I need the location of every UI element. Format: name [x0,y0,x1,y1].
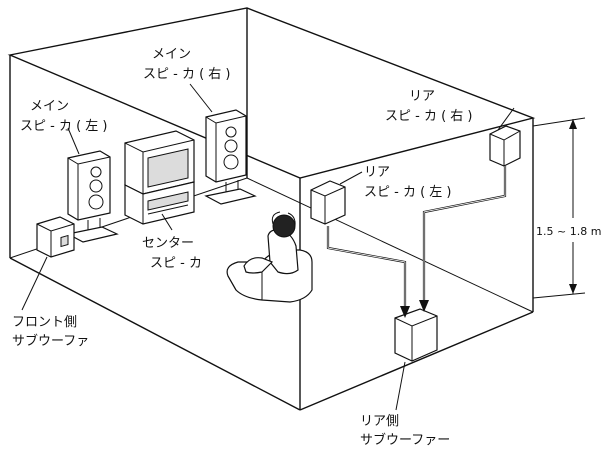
label-center-line1: センター [142,236,194,251]
cable-arrow-icon [400,306,410,318]
room-floor-right [299,311,534,411]
label-height: 1.5 ~ 1.8 m [536,225,601,238]
label-center-line2: スピ - カ [150,256,202,271]
label-main-right-line1: メイン [152,47,191,62]
label-rear-left-line2: スピ - カ ( 左 ) [364,185,452,200]
tv-screen [147,148,189,188]
cable-arrow-icon [419,300,429,312]
arrow-up-icon [569,119,577,129]
leader-lines [21,83,515,411]
main-left-speaker [66,150,119,243]
front-subwoofer [36,216,75,258]
label-main-left-line2: スピ - カ ( 左 ) [20,119,108,134]
label-rear-sub-line1: リア側 [360,414,399,429]
label-main-right-line2: スピ - カ ( 右 ) [143,67,231,82]
labels: メイン スピ - カ ( 右 ) メイン スピ - カ ( 左 ) リア スピ … [12,47,601,448]
center-speaker [147,191,189,211]
label-rear-sub-line2: サブウーファー [360,432,450,448]
room-floor-back-right [246,177,534,313]
room-ceiling [7,7,536,179]
label-front-sub-line1: フロント側 [12,315,77,330]
speaker-cables [326,166,507,318]
label-rear-right-line2: スピ - カ ( 右 ) [385,109,473,124]
rear-subwoofer [394,308,438,362]
tv-rack [124,130,195,225]
room-floor-front [9,257,301,411]
listener-chair [226,211,313,303]
rear-left-speaker [310,180,346,225]
rear-right-speaker [489,125,521,167]
label-rear-right-line1: リア [409,89,435,104]
height-dimension [532,117,586,299]
arrow-down-icon [569,284,577,294]
label-front-sub-line2: サブウーファ [12,333,89,349]
label-main-left-line1: メイン [30,99,69,114]
label-rear-left-line1: リア [364,165,390,180]
main-right-speaker [204,109,257,205]
